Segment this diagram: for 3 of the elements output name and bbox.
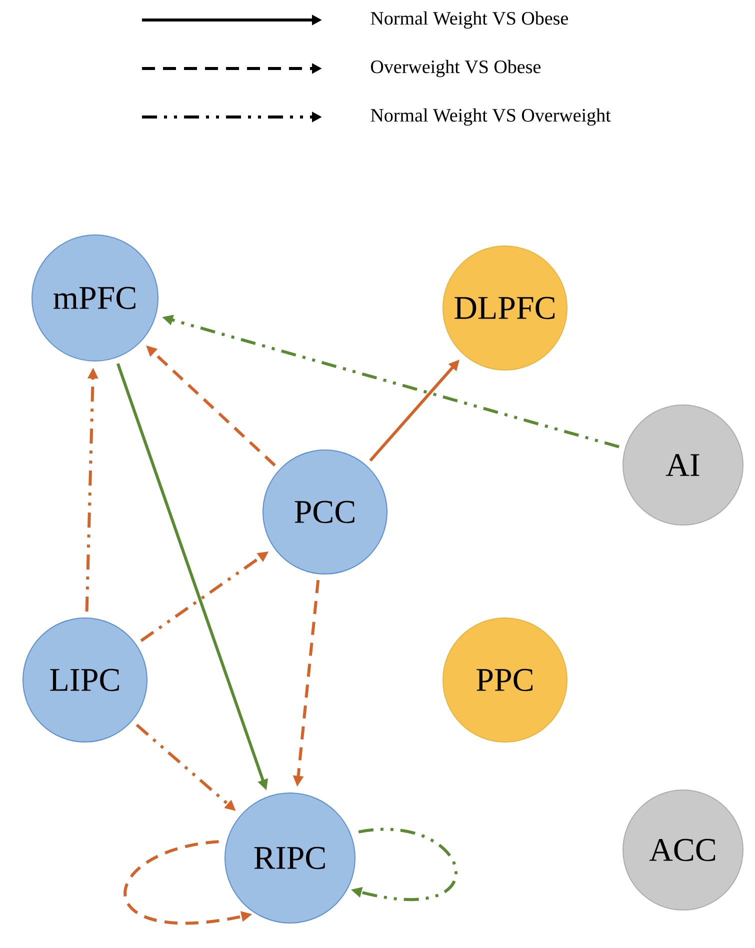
legend-label: Normal Weight VS Obese	[370, 11, 568, 29]
legend-label: Normal Weight VS Overweight	[370, 108, 611, 126]
legend-label: Overweight VS Obese	[370, 60, 540, 78]
